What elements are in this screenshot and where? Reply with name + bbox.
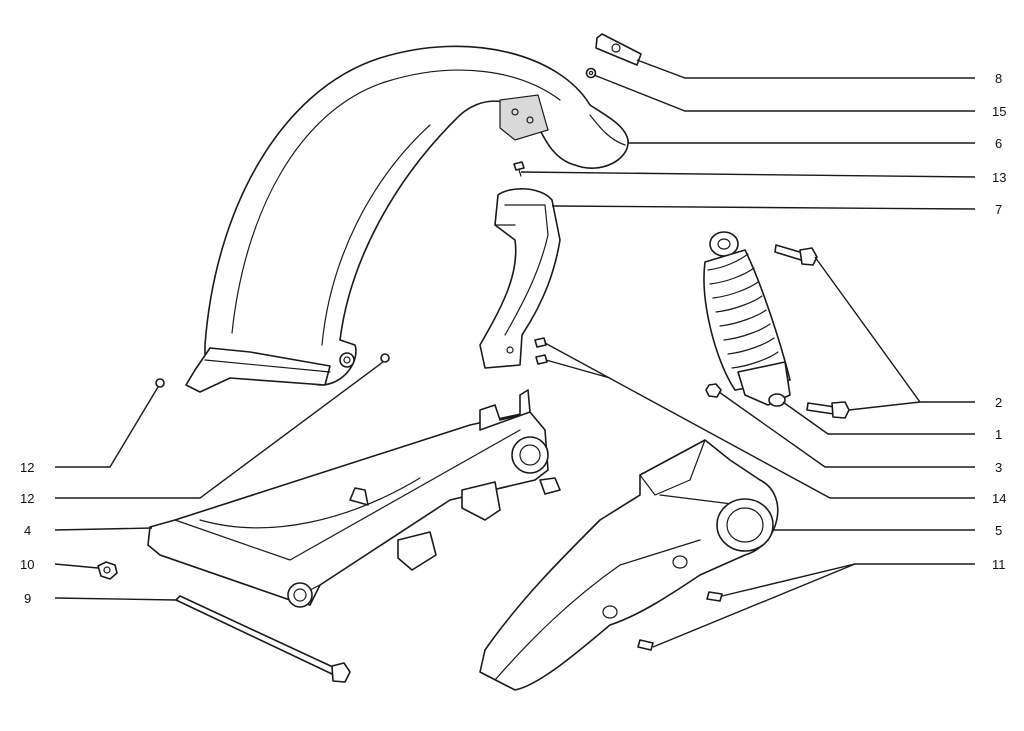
callout-4: 4 [24,523,31,538]
leader-lines [54,59,976,648]
callout-1: 1 [995,427,1002,442]
callout-3: 3 [995,460,1002,475]
rear-mudguard [185,45,629,393]
shock-absorber [703,231,791,407]
bolts-part-14 [534,337,548,365]
callout-14: 14 [992,491,1006,506]
swing-arm [147,389,561,608]
callout-13: 13 [992,170,1006,185]
callout-15: 15 [992,104,1006,119]
nut-part-3 [705,383,722,398]
callout-2: 2 [995,395,1002,410]
callout-6: 6 [995,136,1002,151]
callout-8: 8 [995,71,1002,86]
screws-part-11 [637,591,723,651]
callout-12-lower: 12 [20,491,34,506]
bolts-part-2 [774,244,850,419]
callout-11: 11 [992,557,1006,572]
callout-9: 9 [24,591,31,606]
nut-part-15 [585,67,597,79]
callout-labels: 8 15 6 13 7 2 1 3 14 5 11 12 12 4 10 9 [20,71,1006,606]
swing-arm-cover [479,439,779,691]
bracket-part-7 [479,188,561,369]
callout-12-upper: 12 [20,460,34,475]
screw-part-13 [513,161,525,177]
nuts-part-12 [155,353,390,388]
axle-bolt-part-9 [175,595,351,683]
callout-7: 7 [995,202,1002,217]
nut-part-10 [97,561,118,580]
callout-5: 5 [995,523,1002,538]
callout-10: 10 [20,557,34,572]
plate-part-8 [595,33,642,66]
